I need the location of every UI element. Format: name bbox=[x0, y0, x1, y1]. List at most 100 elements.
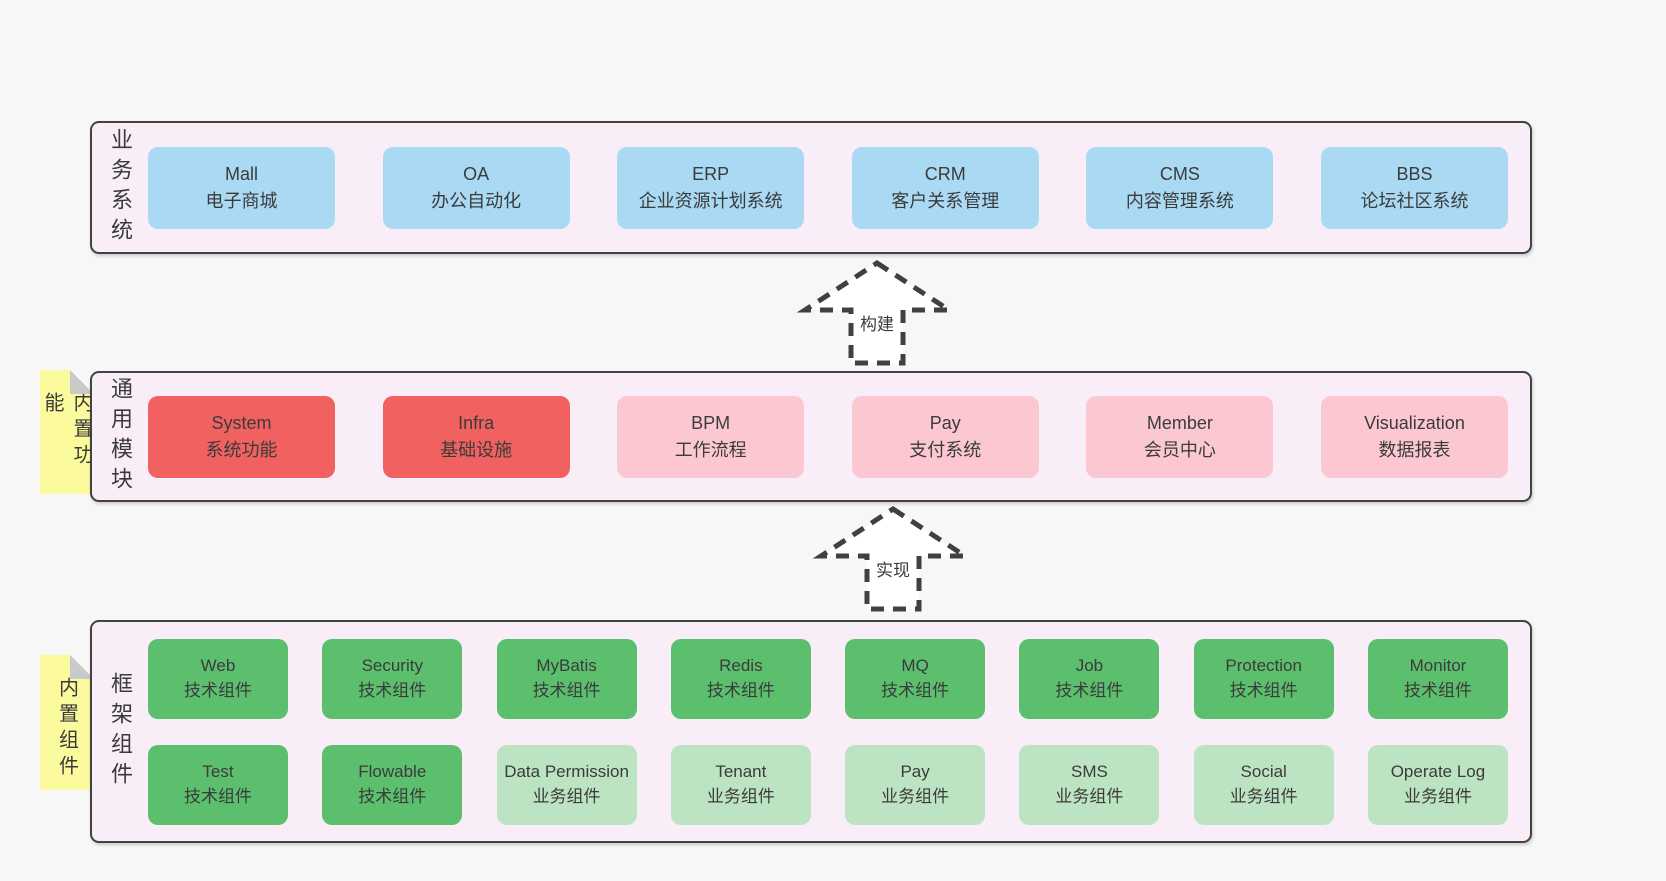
component-box-test: Test 技术组件 bbox=[148, 744, 288, 825]
component-box-system: System 系统功能 bbox=[148, 395, 335, 478]
component-box-tenant: Tenant 业务组件 bbox=[670, 744, 811, 825]
implement-arrow-icon: 实现 bbox=[812, 506, 974, 612]
box-subtitle: 内容管理系统 bbox=[1125, 190, 1234, 211]
box-name: Visualization bbox=[1364, 412, 1465, 433]
box-subtitle: 企业资源计划系统 bbox=[638, 190, 783, 211]
box-subtitle: 系统功能 bbox=[205, 439, 278, 460]
layer-label: 框架组件 bbox=[108, 671, 133, 792]
box-name: SMS bbox=[1070, 762, 1108, 782]
box-name: Tenant bbox=[715, 762, 767, 782]
layer-label-column: 通用模块 bbox=[92, 373, 148, 500]
box-name: Job bbox=[1075, 656, 1104, 676]
component-box-security: Security 技术组件 bbox=[322, 638, 463, 719]
component-box-member: Member 会员中心 bbox=[1086, 395, 1274, 478]
box-subtitle: 技术组件 bbox=[358, 680, 427, 700]
box-name: Data Permission bbox=[504, 762, 629, 782]
box-subtitle: 论坛社区系统 bbox=[1360, 190, 1469, 211]
component-box-redis: Redis 技术组件 bbox=[670, 638, 811, 719]
box-subtitle: 技术组件 bbox=[881, 680, 950, 700]
box-name: Mall bbox=[224, 163, 258, 184]
box-subtitle: 电子商城 bbox=[205, 190, 278, 211]
box-subtitle: 业务组件 bbox=[706, 786, 775, 806]
box-name: CMS bbox=[1159, 163, 1200, 184]
layer-label-column: 业务系统 bbox=[92, 123, 148, 252]
box-subtitle: 技术组件 bbox=[1055, 680, 1124, 700]
box-subtitle: 技术组件 bbox=[1403, 680, 1472, 700]
box-subtitle: 技术组件 bbox=[1229, 680, 1298, 700]
layer-label: 业务系统 bbox=[108, 127, 133, 248]
box-name: ERP bbox=[692, 163, 730, 184]
box-name: Protection bbox=[1225, 656, 1302, 676]
box-name: Security bbox=[361, 656, 423, 676]
layer-label: 通用模块 bbox=[108, 376, 133, 497]
box-subtitle: 支付系统 bbox=[909, 439, 982, 460]
box-name: Social bbox=[1240, 762, 1287, 782]
component-box-social: Social 业务组件 bbox=[1193, 744, 1334, 825]
component-box-web: Web 技术组件 bbox=[148, 638, 288, 719]
component-box-pay: Pay 支付系统 bbox=[851, 395, 1039, 478]
box-subtitle: 业务组件 bbox=[1055, 786, 1124, 806]
box-subtitle: 技术组件 bbox=[532, 680, 601, 700]
component-box-monitor: Monitor 技术组件 bbox=[1367, 638, 1508, 719]
component-box-bbs: BBS 论坛社区系统 bbox=[1320, 146, 1508, 229]
component-box-protection: Protection 技术组件 bbox=[1193, 638, 1334, 719]
box-name: Test bbox=[202, 762, 234, 782]
box-name: Monitor bbox=[1409, 656, 1467, 676]
layer-box-area: System 系统功能 Infra 基础设施 BPM 工作流程 Pay 支付系统 Member 会… bbox=[148, 373, 1530, 500]
box-name: MQ bbox=[901, 656, 929, 676]
box-subtitle: 技术组件 bbox=[184, 786, 252, 806]
box-subtitle: 技术组件 bbox=[706, 680, 775, 700]
arrow-label: 实现 bbox=[876, 561, 910, 580]
box-name: System bbox=[211, 412, 272, 433]
box-name: BPM bbox=[691, 412, 731, 433]
box-subtitle: 技术组件 bbox=[184, 680, 252, 700]
box-name: Redis bbox=[719, 656, 763, 676]
component-box-infra: Infra 基础设施 bbox=[382, 395, 570, 478]
component-box-flowable: Flowable 技术组件 bbox=[322, 744, 463, 825]
box-subtitle: 业务组件 bbox=[881, 786, 950, 806]
box-subtitle: 会员中心 bbox=[1143, 439, 1216, 460]
component-box-crm: CRM 客户关系管理 bbox=[851, 146, 1039, 229]
component-box-sms: SMS 业务组件 bbox=[1019, 744, 1160, 825]
box-name: Pay bbox=[900, 762, 930, 782]
box-name: CRM bbox=[924, 163, 966, 184]
component-box-bpm: BPM 工作流程 bbox=[617, 395, 805, 478]
box-name: Operate Log bbox=[1390, 762, 1486, 782]
box-subtitle: 工作流程 bbox=[674, 439, 747, 460]
box-subtitle: 基础设施 bbox=[440, 439, 513, 460]
sticky-note-builtin-features: 内置功能 bbox=[40, 370, 94, 494]
component-box-pay: Pay 业务组件 bbox=[845, 744, 986, 825]
sticky-note-label: 内置功能 bbox=[41, 392, 92, 470]
box-row: System 系统功能 Infra 基础设施 BPM 工作流程 Pay 支付系统 Member 会… bbox=[148, 395, 1508, 478]
sticky-note-label: 内置组件 bbox=[55, 677, 78, 781]
component-box-cms: CMS 内容管理系统 bbox=[1086, 146, 1274, 229]
box-name: Pay bbox=[929, 412, 961, 433]
sticky-note-builtin-components: 内置组件 bbox=[40, 655, 94, 790]
box-name: Flowable bbox=[358, 762, 427, 782]
box-name: OA bbox=[463, 163, 490, 184]
box-name: Web bbox=[200, 656, 236, 676]
box-name: BBS bbox=[1396, 163, 1433, 184]
box-subtitle: 业务组件 bbox=[1229, 786, 1298, 806]
arrow-label: 构建 bbox=[860, 315, 894, 334]
box-subtitle: 客户关系管理 bbox=[891, 190, 1000, 211]
component-box-mq: MQ 技术组件 bbox=[845, 638, 986, 719]
box-name: Infra bbox=[458, 412, 495, 433]
box-subtitle: 技术组件 bbox=[358, 786, 427, 806]
component-box-job: Job 技术组件 bbox=[1019, 638, 1160, 719]
layer-common-modules: 通用模块 System 系统功能 Infra 基础设施 BPM 工作流程 Pay 支付系统 Me… bbox=[90, 371, 1532, 502]
box-name: Member bbox=[1146, 412, 1213, 433]
